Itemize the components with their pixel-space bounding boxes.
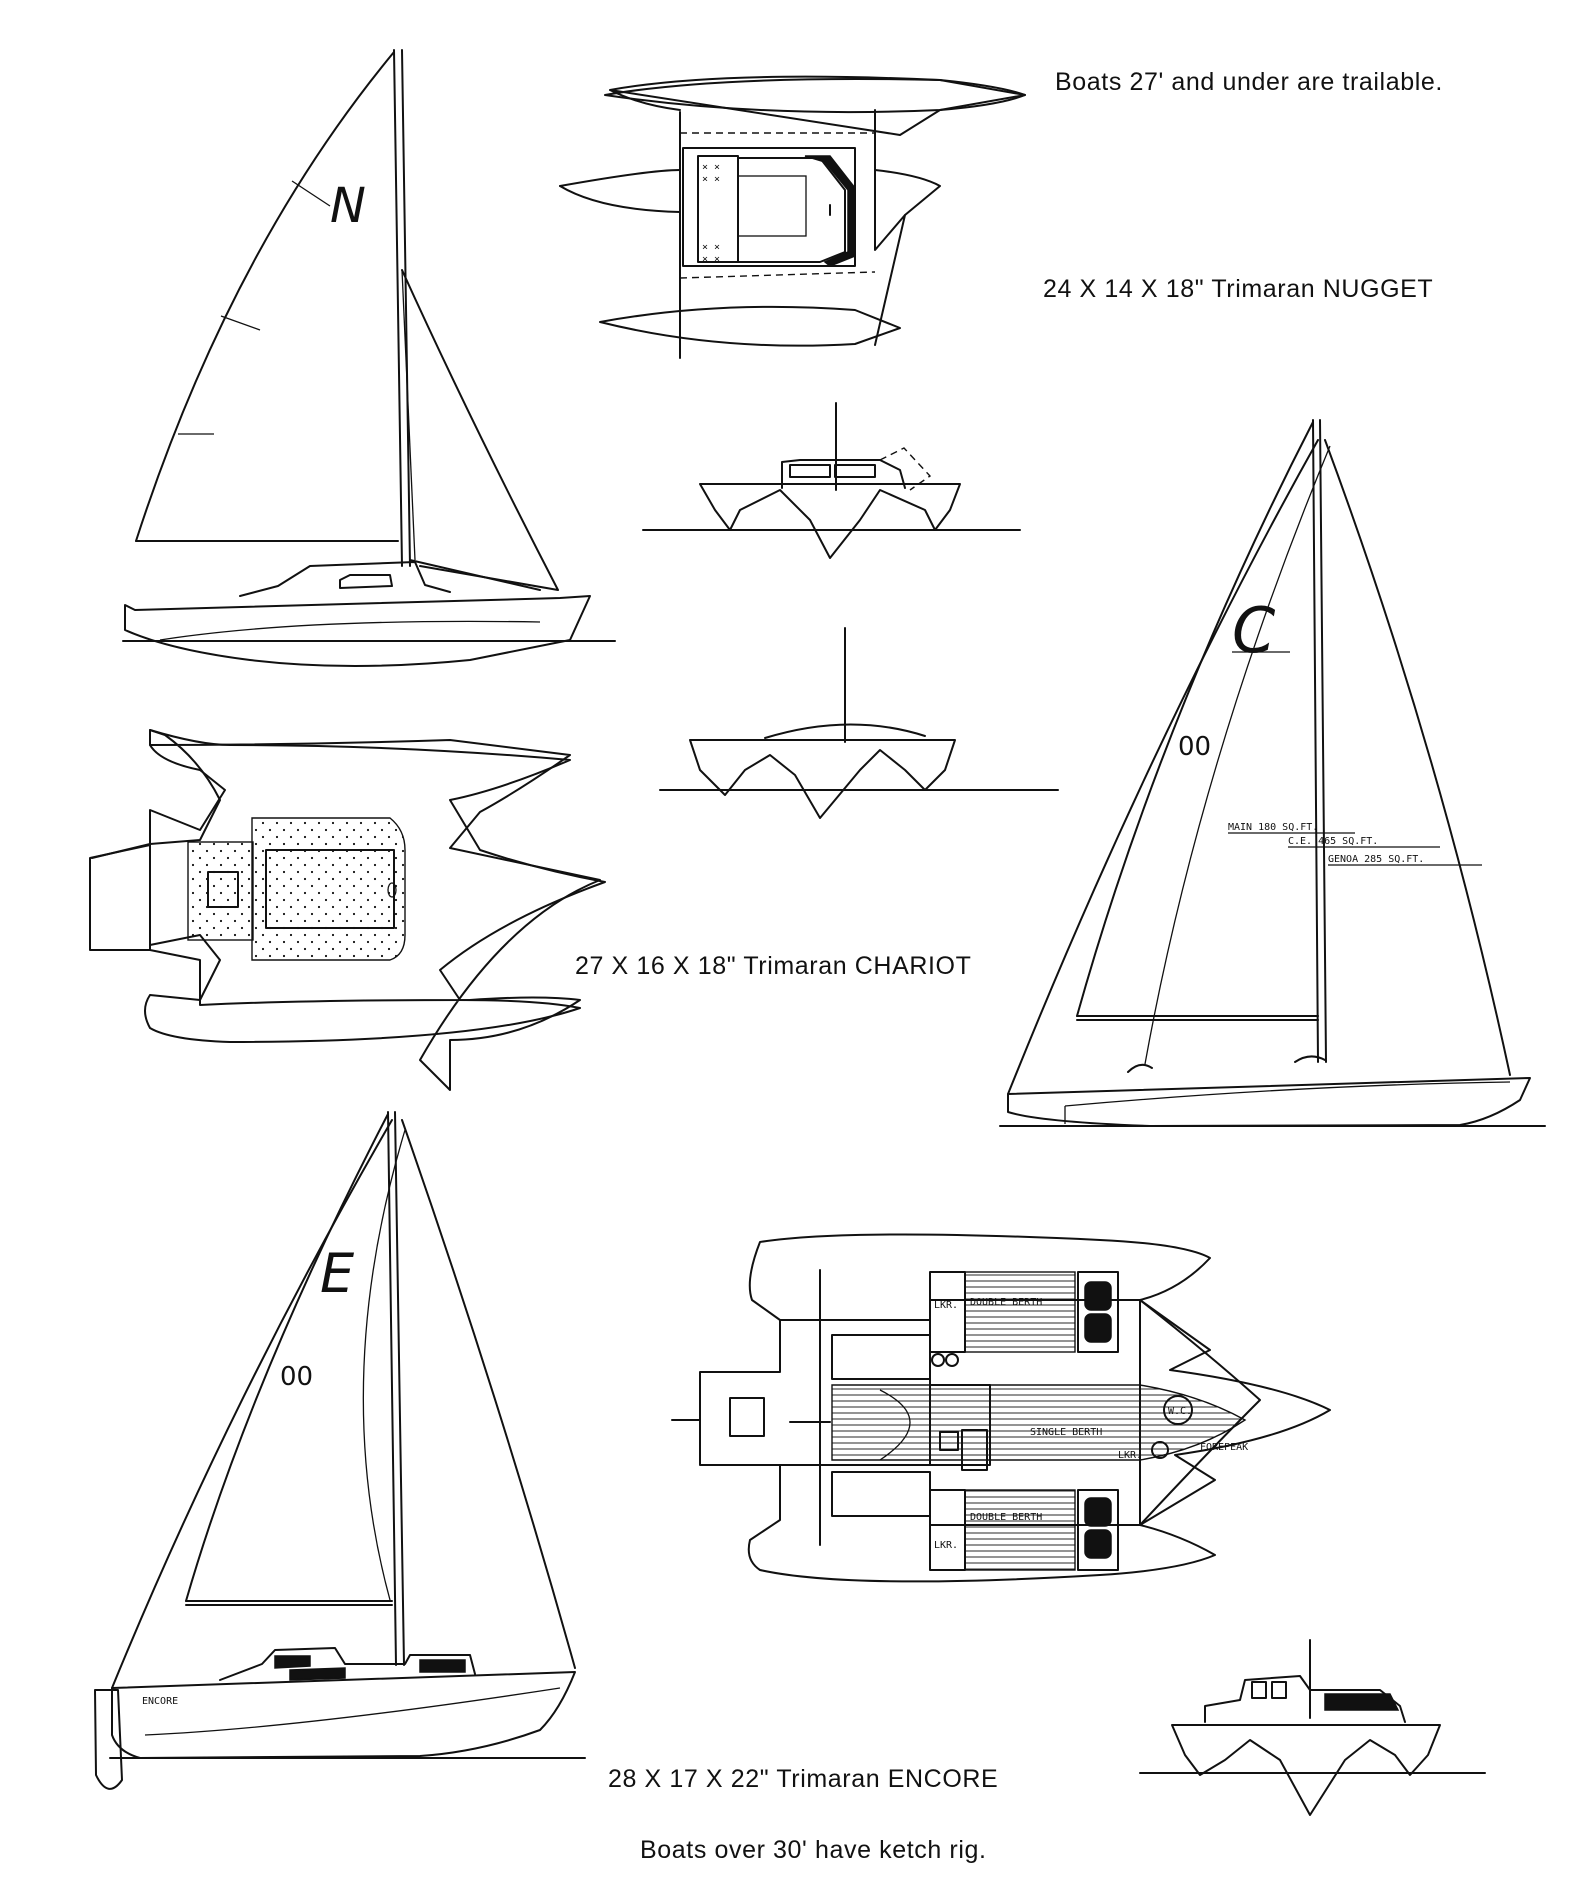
svg-text:× ×: × × <box>702 242 720 253</box>
svg-text:× ×: × × <box>702 162 720 173</box>
chariot-plan <box>89 729 606 1091</box>
forepeak-label: FOREPEAK <box>1200 1442 1248 1453</box>
encore-sail-number: 00 <box>280 1362 313 1392</box>
nugget-insignia: N <box>330 178 366 234</box>
svg-text:× ×: × × <box>702 254 720 265</box>
chariot-genoa-area: GENOA 285 SQ.FT. <box>1328 854 1424 865</box>
chariot-sail-number: 00 <box>1178 732 1211 762</box>
ketch-note: Boats over 30' have ketch rig. <box>640 1836 987 1864</box>
chariot-ce-area: C.E. 465 SQ.FT. <box>1288 836 1378 847</box>
encore-profile: ENCORE E 00 <box>94 1111 586 1790</box>
locker-label-3: LKR. <box>1118 1450 1142 1461</box>
double-berth-label-2: DOUBLE BERTH <box>970 1512 1042 1523</box>
nugget-profile: N <box>122 49 616 667</box>
encore-caption: 28 X 17 X 22" Trimaran ENCORE <box>608 1765 999 1793</box>
nugget-caption: 24 X 14 X 18" Trimaran NUGGET <box>1043 275 1434 303</box>
single-berth-label: SINGLE BERTH <box>1030 1427 1102 1438</box>
locker-label-2: LKR. <box>934 1540 958 1551</box>
double-berth-label-1: DOUBLE BERTH <box>970 1297 1042 1308</box>
svg-text:× ×: × × <box>702 174 720 185</box>
chariot-insignia: C <box>1232 594 1276 667</box>
chariot-caption: 27 X 16 X 18" Trimaran CHARIOT <box>575 952 972 980</box>
encore-front <box>1139 1639 1486 1816</box>
encore-hull-name: ENCORE <box>142 1696 178 1707</box>
chariot-main-area: MAIN 180 SQ.FT. <box>1228 822 1318 833</box>
chariot-profile: C 00 MAIN 180 SQ.FT. C.E. 465 SQ.FT. GEN… <box>999 419 1546 1127</box>
wc-label: W.C. <box>1168 1406 1192 1417</box>
chariot-front <box>659 627 1059 819</box>
nugget-front <box>642 402 1021 559</box>
encore-plan: LKR. LKR. DOUBLE BERTH DOUBLE BERTH SING… <box>671 1233 1331 1583</box>
locker-label-1: LKR. <box>934 1300 958 1311</box>
nugget-plan: × × × × × × × × <box>559 75 1026 359</box>
encore-insignia: E <box>320 1242 355 1305</box>
trailable-note: Boats 27' and under are trailable. <box>1055 68 1443 96</box>
